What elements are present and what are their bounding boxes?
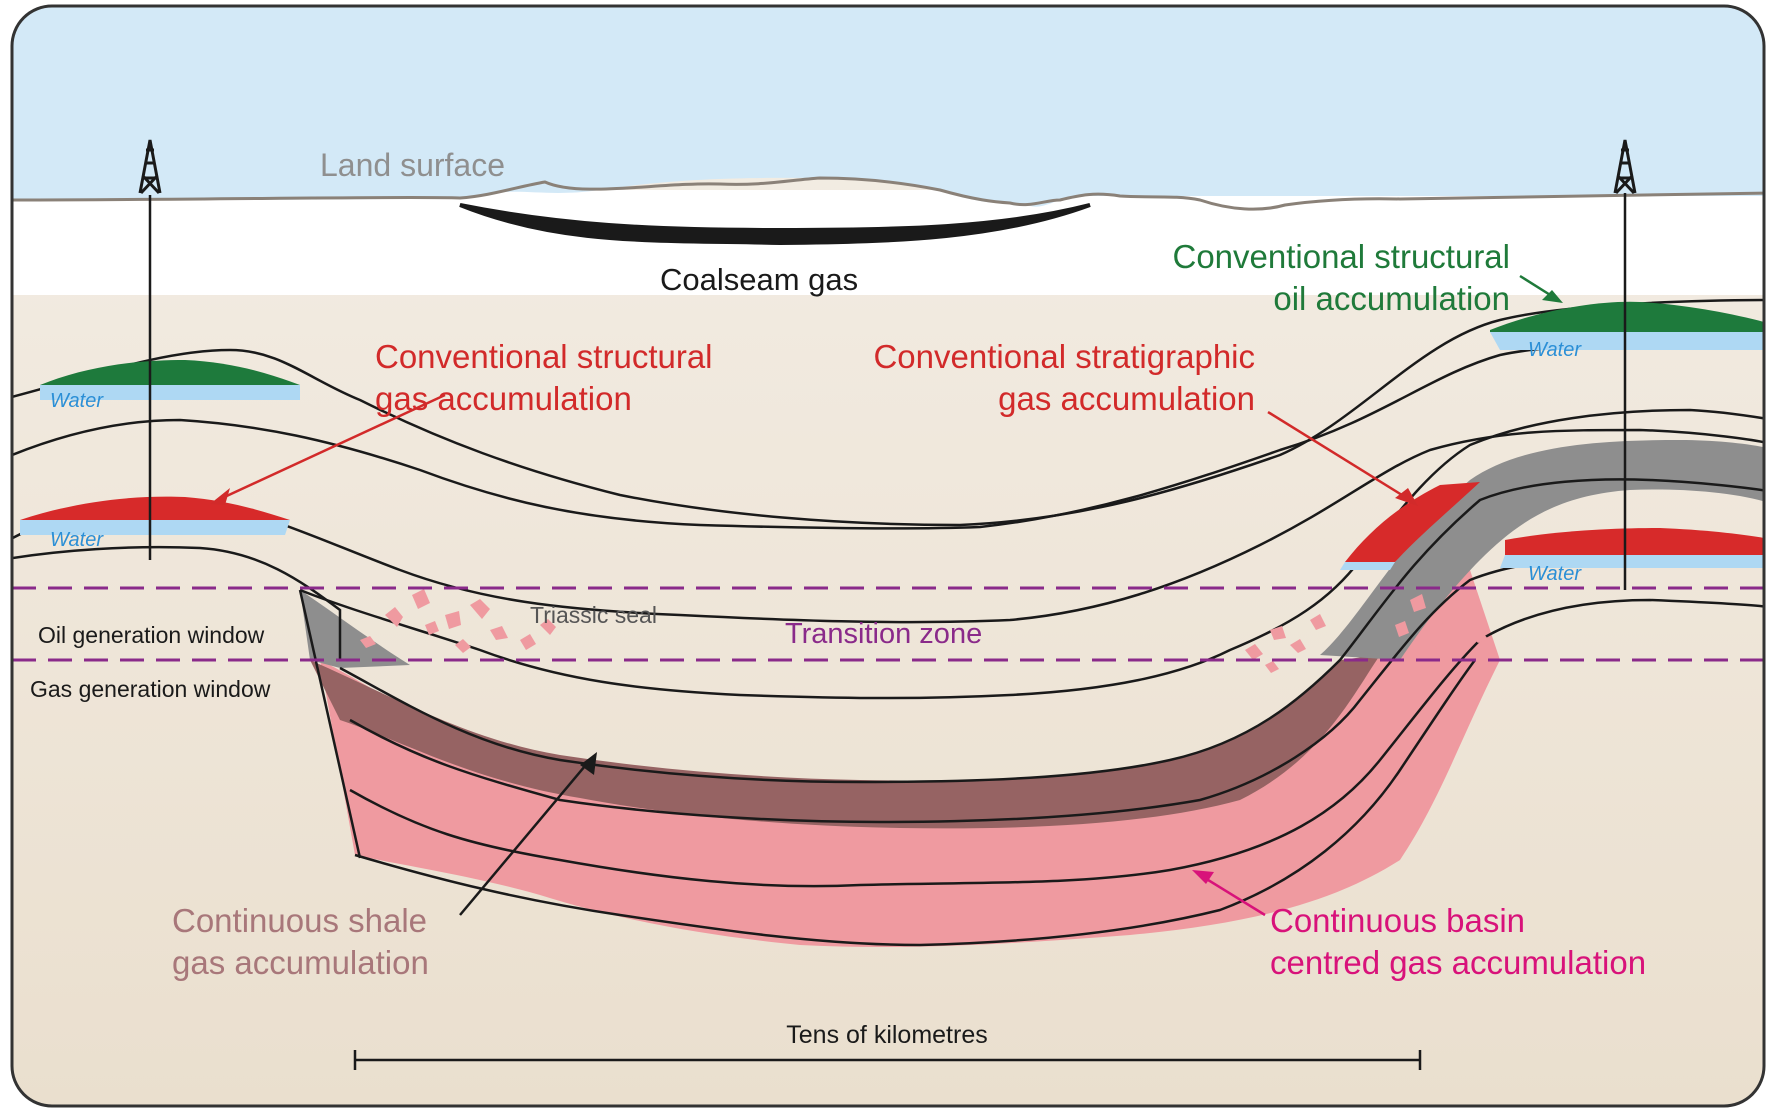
stratigraphic-gas-trap <box>1345 482 1480 562</box>
migrating-gas-blobs <box>360 589 1488 673</box>
conv-struct-oil-label-line1: Conventional structural <box>1172 238 1510 275</box>
arrow-heads <box>210 290 1563 884</box>
triassic-seal-label: Triassic seal <box>530 602 657 628</box>
land-surface-label: Land surface <box>320 147 505 183</box>
shale-gas-dark <box>310 655 1380 829</box>
water-label-left-upper: Water <box>50 390 104 412</box>
cont-basin-gas-label-line2: centred gas accumulation <box>1270 944 1646 981</box>
cont-shale-gas-label-line1: Continuous shale <box>172 902 427 939</box>
cont-basin-gas-label-line1: Continuous basin <box>1270 902 1525 939</box>
conv-struct-gas-label-line2: gas accumulation <box>375 380 632 417</box>
scale-bar-label: Tens of kilometres <box>786 1021 987 1049</box>
right-oil-water <box>1490 332 1764 350</box>
basin-centred-gas <box>320 570 1500 947</box>
coal-seam <box>459 203 1091 246</box>
conv-strat-gas-label-line2: gas accumulation <box>998 380 1255 417</box>
coalseam-gas-label: Coalseam gas <box>660 262 858 297</box>
shale-gray-left <box>300 590 410 668</box>
conv-struct-oil-label-line2: oil accumulation <box>1273 280 1510 317</box>
transition-zone-lines <box>12 586 1764 662</box>
conv-strat-gas-label-line1: Conventional stratigraphic <box>873 338 1255 375</box>
transition-zone-label: Transition zone <box>785 618 982 650</box>
sky <box>12 6 1764 207</box>
conv-struct-gas-label-line1: Conventional structural <box>375 338 713 375</box>
water-label-right-lower: Water <box>1528 563 1582 585</box>
left-oil-water <box>40 385 300 400</box>
right-well <box>1613 139 1637 590</box>
cont-shale-gas-label-line2: gas accumulation <box>172 944 429 981</box>
shale-gray-right <box>1320 440 1764 660</box>
water-label-left-lower: Water <box>50 529 104 551</box>
left-well <box>138 139 162 560</box>
oil-window-label: Oil generation window <box>38 622 265 648</box>
stratigraphic-water <box>1340 562 1395 570</box>
right-gas-trap <box>1505 528 1764 555</box>
land-surface-line <box>12 176 1764 211</box>
right-gas-water <box>1500 555 1764 568</box>
scale-bar <box>353 1050 1422 1070</box>
water-label-right-upper: Water <box>1528 339 1582 361</box>
gas-window-label: Gas generation window <box>30 676 271 702</box>
diagram-frame <box>10 4 1766 1108</box>
right-oil-trap <box>1490 301 1764 332</box>
near-surface-band <box>12 190 1764 295</box>
left-gas-water <box>20 520 290 535</box>
left-oil-trap <box>40 360 300 385</box>
